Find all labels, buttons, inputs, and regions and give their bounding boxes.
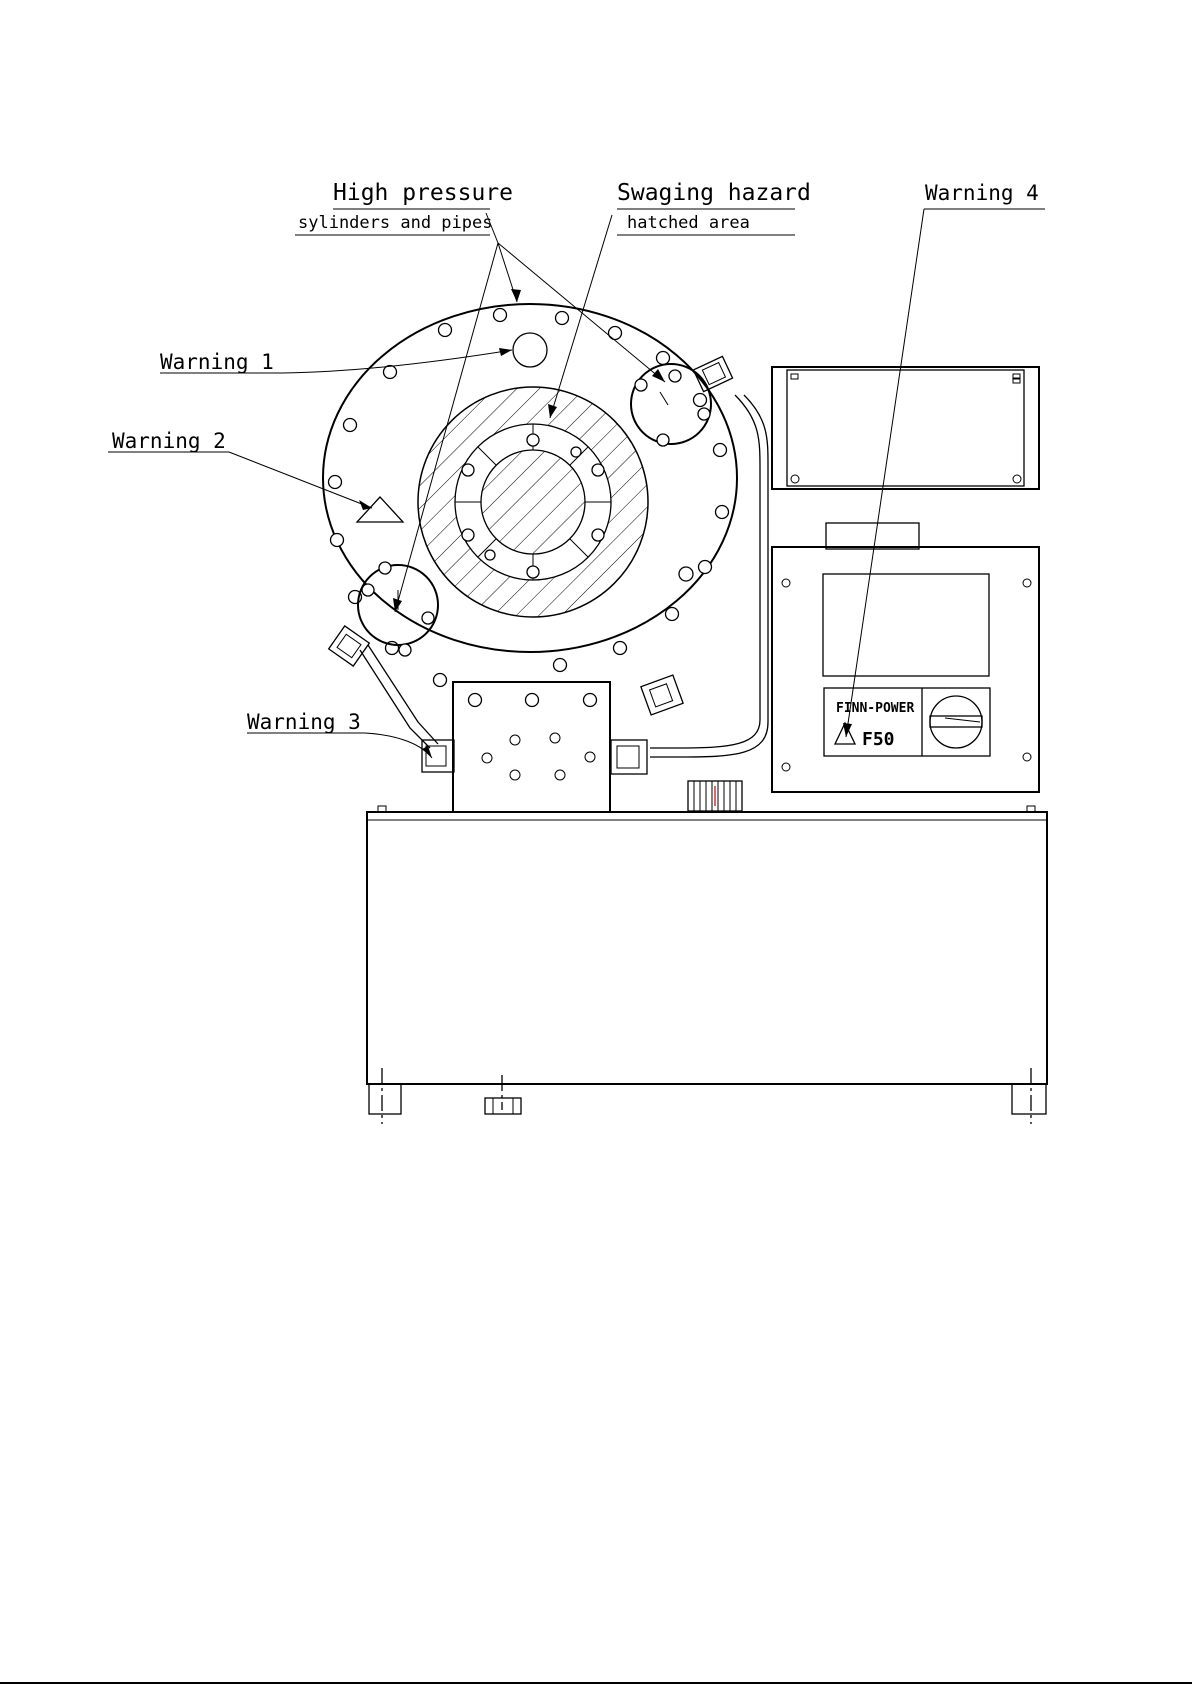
crimp-head [323,304,737,687]
right-elbow-fitting [641,675,683,715]
electrical-cabinet: FINN-POWER F50 [772,367,1039,792]
nameplate-brand: FINN-POWER [836,701,914,716]
cylinder-lower-left [329,562,438,666]
warning-1-label-icon [513,333,547,367]
label-warning-4: Warning 4 [925,181,1039,205]
label-warning-1: Warning 1 [160,350,274,374]
label-high-pressure-sub: sylinders and pipes [298,213,492,233]
oil-tank [367,806,1047,1124]
nameplate-model: F50 [862,729,895,750]
main-switch-dial[interactable] [930,696,982,748]
cylinder-upper-right [631,356,733,446]
label-warning-2: Warning 2 [112,429,226,453]
filler-cap [688,781,742,811]
label-swaging-hazard: Swaging hazard [617,180,811,206]
page-bottom-rule [0,1682,1192,1684]
label-high-pressure: High pressure [333,180,513,206]
valve-block [422,682,647,812]
label-warning-3: Warning 3 [247,710,361,734]
label-swaging-hazard-sub: hatched area [627,213,750,233]
